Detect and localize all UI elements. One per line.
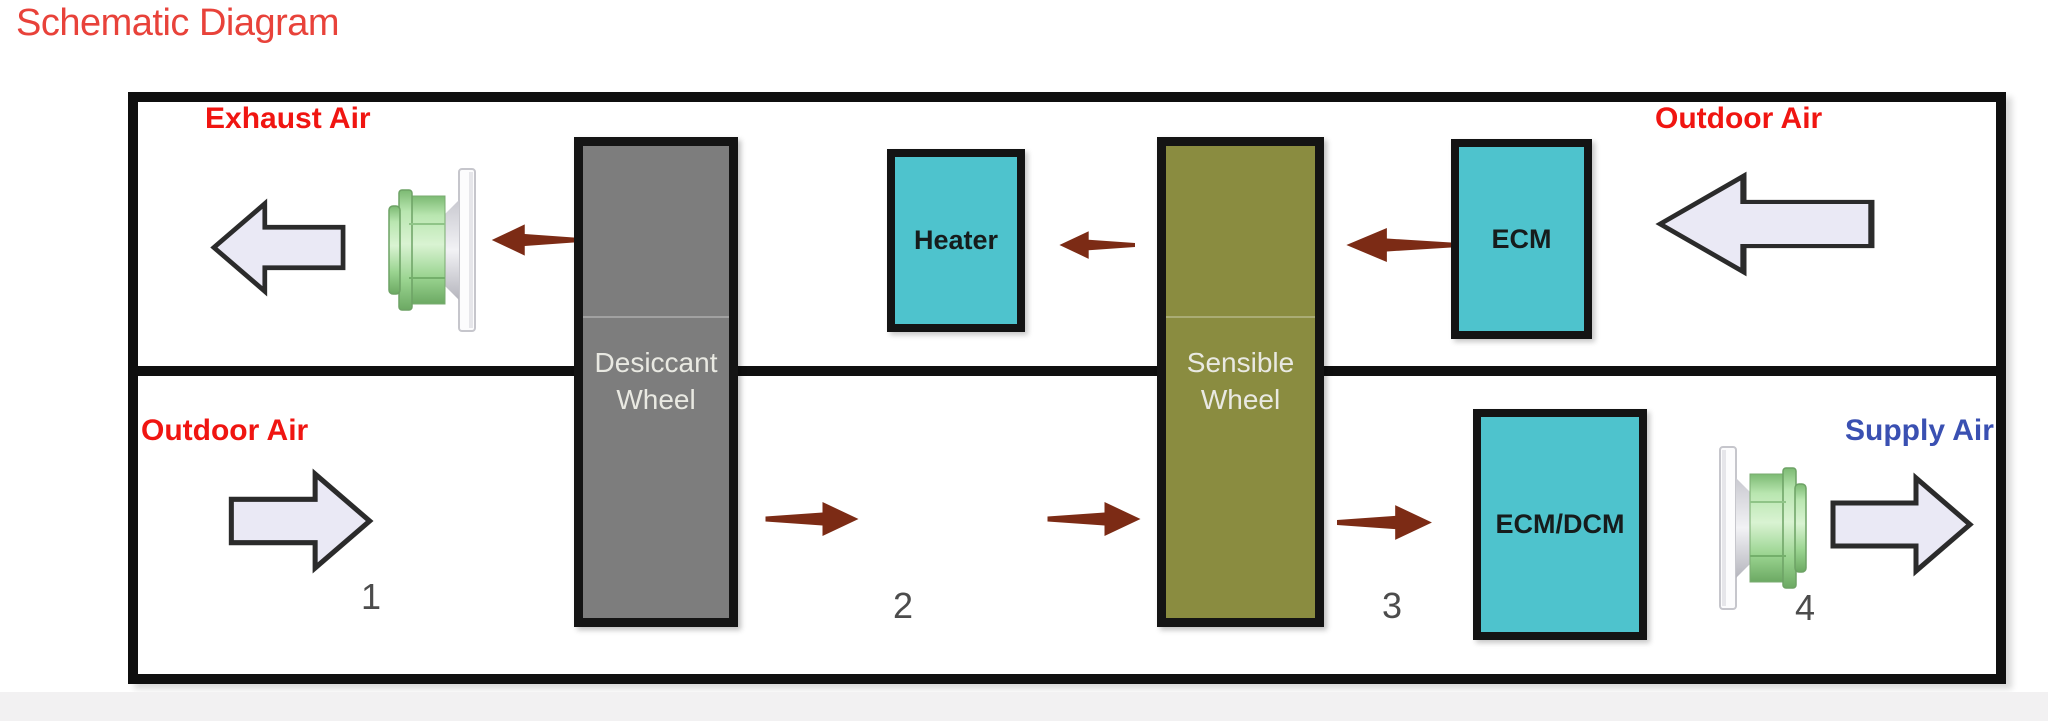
- desiccant-wheel-label-line1: Desiccant: [594, 347, 718, 379]
- desiccant-wheel-label-line2: Wheel: [616, 384, 696, 415]
- state-point-3: 3: [1381, 585, 1403, 626]
- outdoor-air-label-bottom: Outdoor Air: [141, 414, 309, 447]
- ecm-label: ECM: [1491, 223, 1552, 254]
- exhaust-air-label: Exhaust Air: [205, 102, 371, 135]
- channel-divider: [138, 366, 1996, 376]
- ecm-box: ECM: [1451, 139, 1592, 339]
- flow-arrow-left-icon: [489, 221, 577, 264]
- desiccant-wheel: Desiccant Wheel: [574, 137, 738, 627]
- heater-label: Heater: [913, 225, 999, 255]
- air-handling-unit-outline: [128, 92, 2006, 684]
- ecm-dcm-label: ECM/DCM: [1495, 509, 1625, 539]
- outdoor-inlet-arrow-icon-bottom: [228, 468, 374, 579]
- supply-air-label: Supply Air: [1845, 414, 1994, 447]
- wheel-sheen: [1166, 315, 1315, 318]
- sensible-wheel-label-line1: Sensible: [1186, 347, 1295, 379]
- state-point-4: 4: [1794, 587, 1816, 628]
- supply-outlet-arrow-icon: [1830, 471, 1974, 583]
- flow-arrow-left-icon: [1057, 225, 1135, 270]
- outdoor-air-label-top: Outdoor Air: [1655, 102, 1823, 135]
- heater-box: Heater: [887, 149, 1025, 332]
- state-point-2: 2: [892, 585, 914, 626]
- flow-arrow-left-icon: [1343, 225, 1451, 270]
- outdoor-inlet-arrow-icon-top: [1654, 170, 1876, 283]
- flow-arrow-right-icon: [765, 499, 862, 544]
- wheel-sheen: [583, 315, 729, 318]
- exhaust-fan-icon: [383, 166, 485, 339]
- flow-arrow-right-icon: [1047, 499, 1144, 544]
- sensible-wheel: Sensible Wheel: [1157, 137, 1324, 627]
- ecm-dcm-box: ECM/DCM: [1473, 409, 1647, 640]
- flow-arrow-right-icon: [1337, 501, 1435, 549]
- supply-fan-icon: [1710, 444, 1812, 617]
- sensible-wheel-label-line2: Wheel: [1200, 384, 1281, 415]
- state-point-1: 1: [360, 576, 382, 617]
- page-title: Schematic Diagram: [16, 2, 340, 44]
- exhaust-outlet-arrow-icon: [210, 198, 346, 302]
- page-bottom-band: [0, 692, 2048, 721]
